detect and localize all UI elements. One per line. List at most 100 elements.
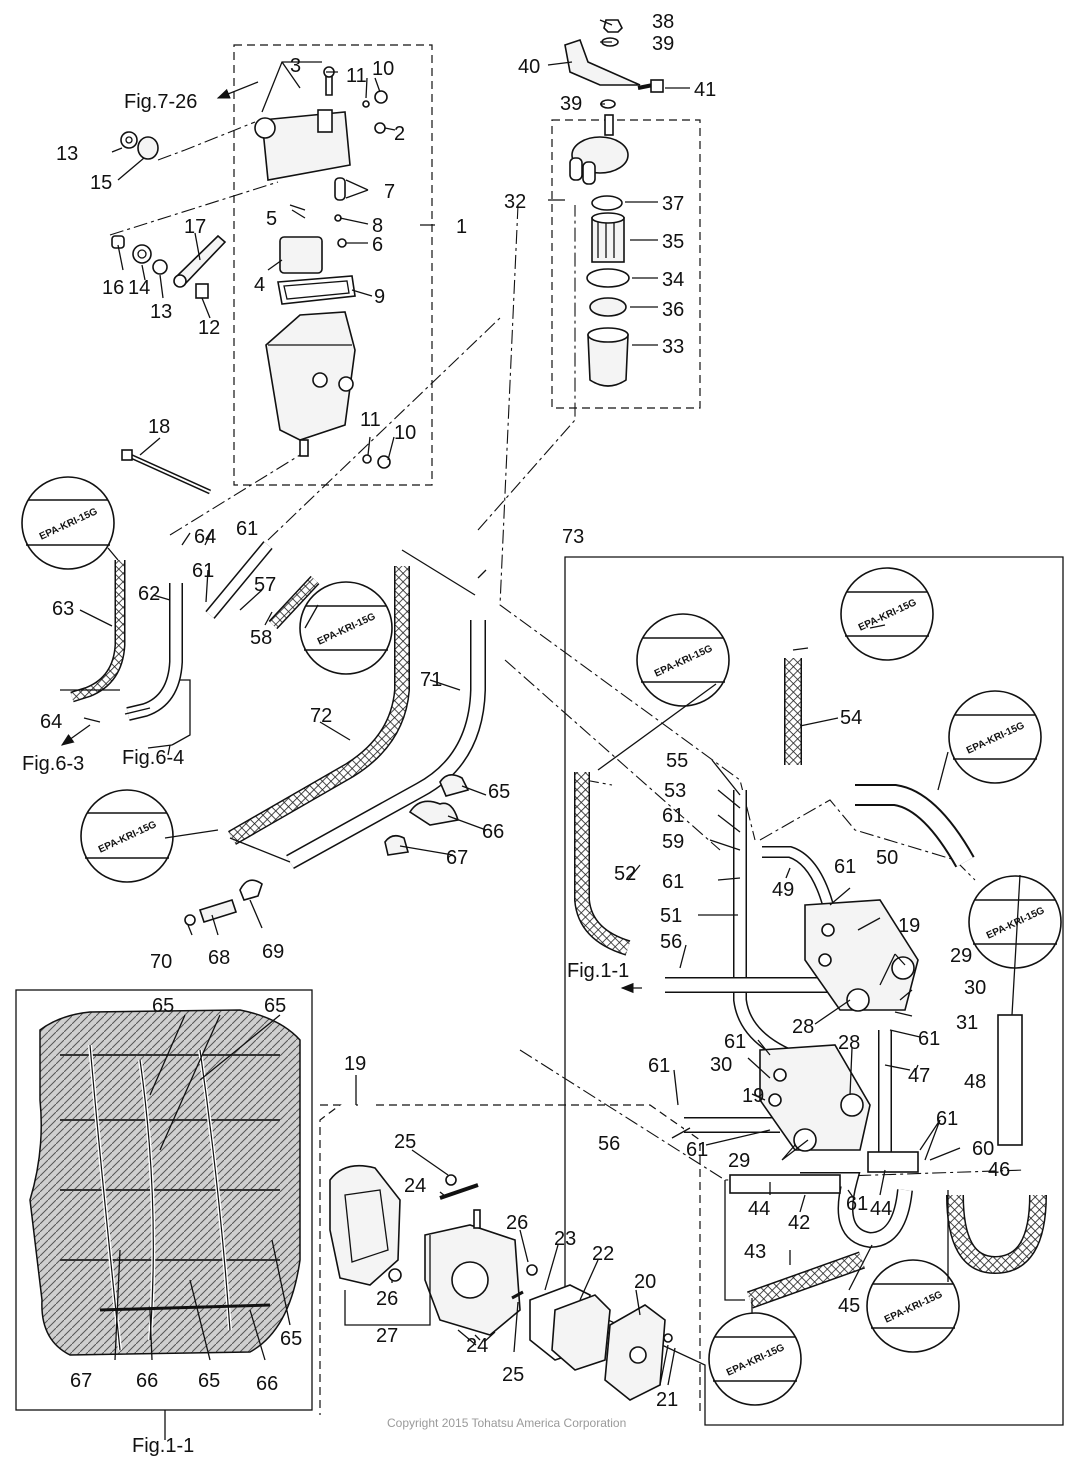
float-assembly [279,204,323,274]
pump-cover-27 [329,1164,401,1286]
callout-70: 70 [150,951,172,973]
filter-ring-36 [589,297,627,317]
epa-stamp-9: EPA-KRI-15G [708,1312,802,1406]
joint-42 [729,1174,841,1194]
screw-21 [663,1333,673,1343]
callout-numbers: 1 2 3 4 5 6 7 8 9 10 10 11 11 12 13 13 1… [40,11,1010,1411]
callout-61i: 61 [686,1139,708,1161]
callout-66c: 66 [256,1373,278,1395]
route-l [60,679,191,746]
callout-61c: 61 [662,805,684,827]
callout-11b: 11 [360,409,381,431]
fig-ref-6-4[interactable]: Fig.6-4 [122,747,184,769]
route-m [724,1180,745,1301]
callout-61h: 61 [648,1055,670,1077]
fitting-assembly [184,879,263,926]
callout-35: 35 [662,231,684,253]
route-n [229,837,291,863]
arrow-fig-7-26 [216,81,259,99]
callout-61j: 61 [936,1108,958,1130]
callout-25b: 25 [502,1364,524,1386]
arrow-fig-6-3 [60,724,91,746]
callout-31: 31 [956,1012,978,1034]
screw-25a [445,1174,457,1186]
callout-5: 5 [266,208,277,230]
callout-58: 58 [250,627,272,649]
route-f [499,204,756,841]
callout-13b: 13 [150,301,172,323]
callout-50: 50 [876,847,898,869]
callout-29a: 29 [950,945,972,967]
epa-stamp-4: EPA-KRI-15G [636,613,730,707]
callout-26a: 26 [506,1212,528,1234]
callout-64a: 64 [194,526,216,548]
hose-57 [206,542,272,618]
copyright-text: Copyright 2015 Tohatsu America Corporati… [387,1416,626,1430]
pump-leaders [627,717,961,1291]
callout-2: 2 [394,123,405,145]
epa-stamp-3: EPA-KRI-15G [80,789,174,883]
diaphragm-22 [551,1294,611,1371]
route-a [157,121,256,161]
callout-65a: 65 [488,781,510,803]
callout-24a: 24 [404,1175,426,1197]
callout-67b: 67 [70,1370,92,1392]
filter-element [591,212,625,263]
callout-71: 71 [420,669,442,691]
callout-44b: 44 [870,1198,892,1220]
callout-72: 72 [310,705,332,727]
epa-stamp-6: EPA-KRI-15G [948,690,1042,784]
callout-34: 34 [662,269,684,291]
callout-21: 21 [656,1389,678,1411]
callout-69: 69 [262,941,284,963]
fuel-pump-upper [804,899,919,1012]
grommets-washers [111,131,227,299]
nut-26a [388,1268,402,1282]
callout-51: 51 [660,905,682,927]
callout-56a: 56 [660,931,682,953]
route-b [109,181,279,236]
callout-61d: 61 [662,871,684,893]
callout-55: 55 [666,750,688,772]
filter-cup [587,327,629,387]
pump-exploded-leaders [355,1075,676,1386]
callout-15: 15 [90,172,112,194]
filter-o-ring-34 [586,268,630,288]
callout-27: 27 [376,1325,398,1347]
callout-43: 43 [744,1241,766,1263]
callout-42: 42 [788,1212,810,1234]
callout-37: 37 [662,193,684,215]
callout-62: 62 [138,583,160,605]
fig-ref-1-1-inset[interactable]: Fig.1-1 [567,960,629,982]
callout-45: 45 [838,1295,860,1317]
fig-ref-1-1-bottom[interactable]: Fig.1-1 [132,1435,194,1457]
leader-27-24 [344,1235,481,1341]
stamp-leaders [107,547,1021,1313]
engine-inset-frame [15,989,313,1411]
callout-64b: 64 [40,711,62,733]
hose-63 [70,560,124,701]
callout-10a: 10 [372,58,394,80]
hose-58 [269,576,319,629]
callout-56b: 56 [598,1133,620,1155]
fig-ref-6-3[interactable]: Fig.6-3 [22,753,84,775]
callout-1: 1 [456,216,467,238]
hose-71 [286,620,485,868]
hose-49 [762,847,833,907]
callout-63: 63 [52,598,74,620]
callout-22: 22 [592,1243,614,1265]
callout-32: 32 [504,191,526,213]
callout-23: 23 [554,1228,576,1250]
callout-49: 49 [772,879,794,901]
callout-38: 38 [652,11,674,33]
callout-25a: 25 [394,1131,416,1153]
fig-ref-7-26[interactable]: Fig.7-26 [124,91,197,113]
callout-44a: 44 [748,1198,770,1220]
callout-10b: 10 [394,422,416,444]
callout-53: 53 [664,780,686,802]
callout-19b: 19 [742,1085,764,1107]
separator-gasket [277,275,356,305]
callout-39b: 39 [560,93,582,115]
callout-65e: 65 [198,1370,220,1392]
